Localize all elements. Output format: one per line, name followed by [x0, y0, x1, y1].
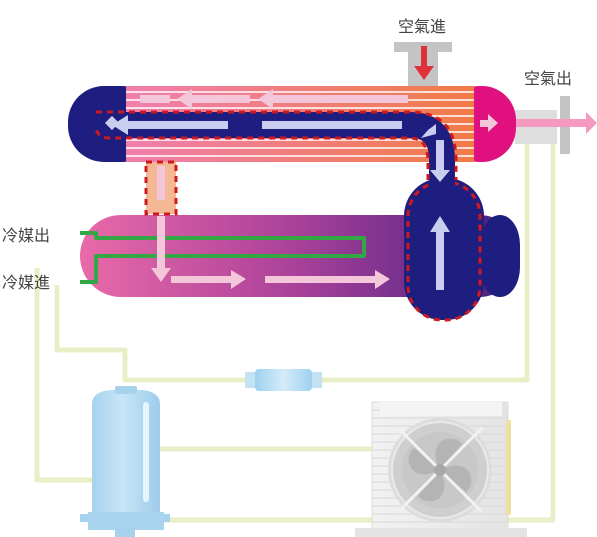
label-air-in: 空氣進: [398, 17, 446, 36]
tank-highlight: [143, 402, 149, 502]
condenser-side-fin: [506, 420, 511, 515]
hx-cold-path-outline: [94, 110, 458, 180]
air-in-arrow-icon: [421, 46, 427, 70]
tank-base-foot: [115, 528, 135, 537]
filter-drier: [245, 369, 322, 391]
tank-body: [92, 390, 160, 512]
air-outlet: [500, 96, 597, 154]
tank-base: [88, 512, 164, 530]
fan-icon: [388, 418, 492, 522]
pipe-outer-left: [34, 268, 92, 483]
pipe-left-loop: [54, 285, 245, 383]
refrigerant-piping: [34, 140, 556, 523]
diag-arrow-icon: [421, 124, 436, 138]
flow-arrows: [104, 89, 498, 290]
evaporator-right-cap: [480, 215, 520, 297]
air-out-arrow-icon: [586, 112, 597, 134]
label-air-out: 空氣出: [524, 69, 572, 88]
condenser-unit: [355, 401, 527, 537]
label-refrigerant-in: 冷媒進: [2, 273, 50, 292]
filter-body: [255, 369, 312, 391]
liquid-tank: [80, 386, 170, 537]
refrigerant-coil: [80, 231, 366, 284]
tank-cap: [115, 386, 137, 394]
label-refrigerant-out: 冷媒出: [2, 226, 50, 245]
air-inlet: [394, 42, 452, 88]
pipe-filter-right: [322, 140, 530, 383]
condenser-top-panel: [380, 402, 502, 416]
pipe-condenser-right: [508, 140, 556, 523]
condenser-base: [355, 528, 527, 537]
